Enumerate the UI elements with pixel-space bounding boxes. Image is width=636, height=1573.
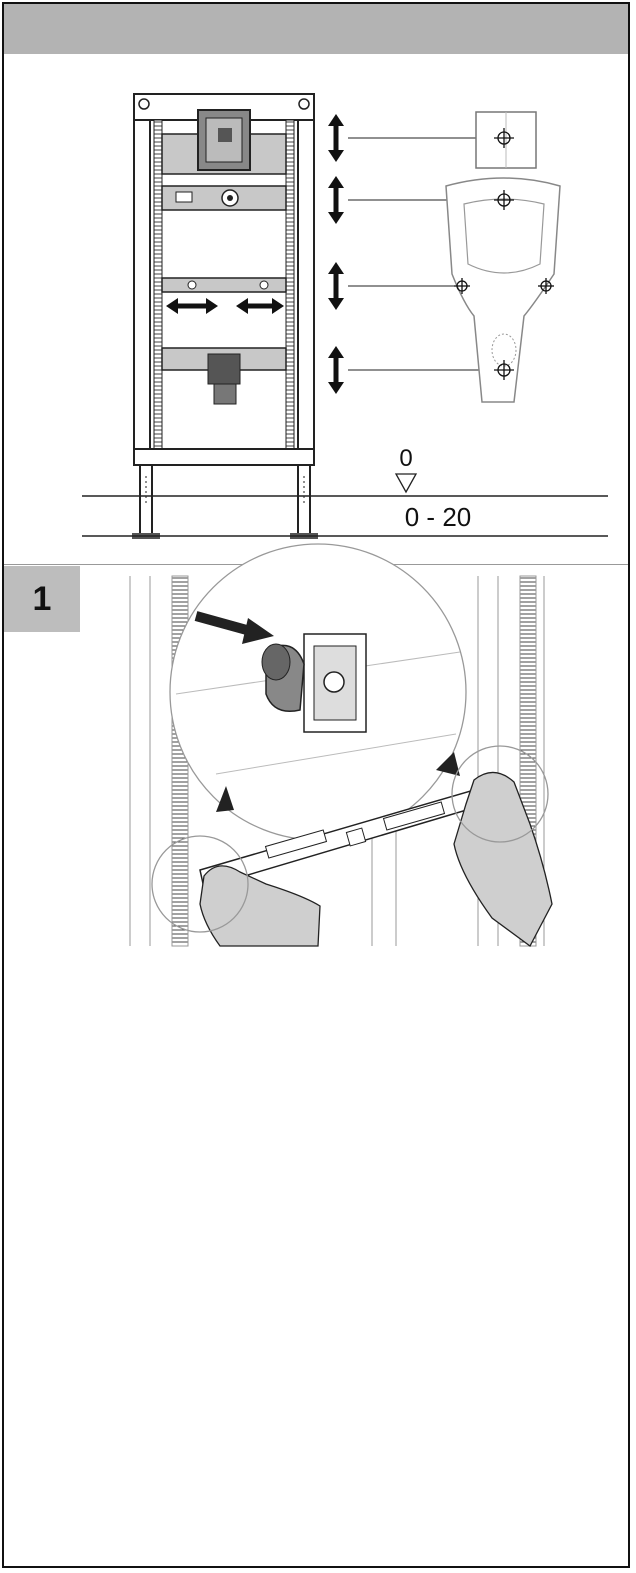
vertical-double-arrow-icon <box>328 114 344 394</box>
floor-lines <box>82 495 608 537</box>
level-range-label: 0 - 20 <box>405 502 472 532</box>
step-illustration <box>129 543 553 947</box>
left-hand <box>199 865 321 947</box>
pointing-arrow-icon <box>194 611 274 644</box>
crosshair-icon <box>454 128 554 380</box>
horizontal-double-arrow-icon <box>166 298 284 314</box>
level-zero-label: 0 <box>399 445 412 472</box>
installation-frame <box>132 93 318 539</box>
header-band <box>4 4 628 54</box>
installation-diagram: 0 0 - 20 <box>82 93 608 947</box>
right-hand <box>453 771 553 947</box>
level-triangle-icon <box>394 473 418 494</box>
step-number-badge: 1 <box>4 566 80 632</box>
urinal-outline <box>445 111 561 403</box>
